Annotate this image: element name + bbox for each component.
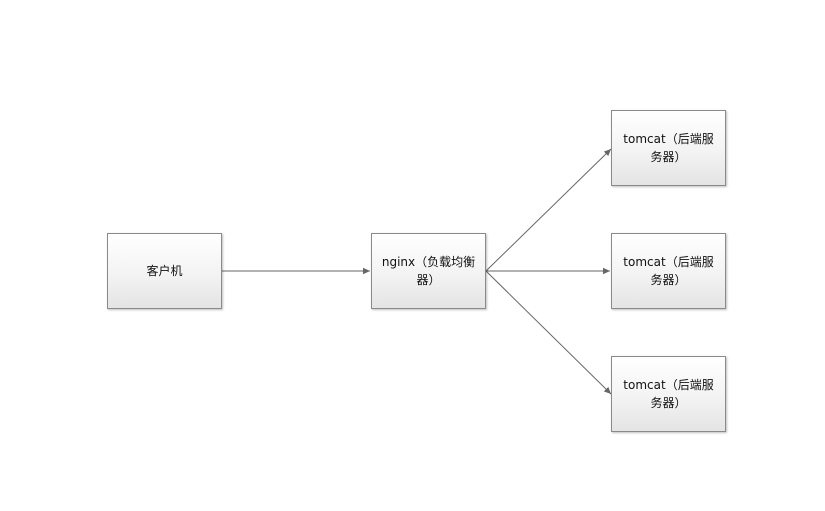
tomcat-node-3-label: tomcat（后端服 务器） xyxy=(623,378,714,410)
nginx-node-label: nginx（负载均衡 器） xyxy=(381,255,476,287)
tomcat-backend-node-3: tomcat（后端服 务器） xyxy=(611,356,726,432)
tomcat-node-1-label: tomcat（后端服 务器） xyxy=(623,132,714,164)
tomcat-backend-node-1: tomcat（后端服 务器） xyxy=(611,110,726,186)
client-node-label: 客户机 xyxy=(146,264,183,278)
client-node: 客户机 xyxy=(107,233,222,309)
edge-nginx-to-tomcat-1 xyxy=(485,148,612,272)
edge-nginx-to-tomcat-3 xyxy=(485,270,612,395)
nginx-load-balancer-node: nginx（负载均衡 器） xyxy=(371,233,486,309)
tomcat-node-2-label: tomcat（后端服 务器） xyxy=(623,255,714,287)
tomcat-backend-node-2: tomcat（后端服 务器） xyxy=(611,233,726,309)
